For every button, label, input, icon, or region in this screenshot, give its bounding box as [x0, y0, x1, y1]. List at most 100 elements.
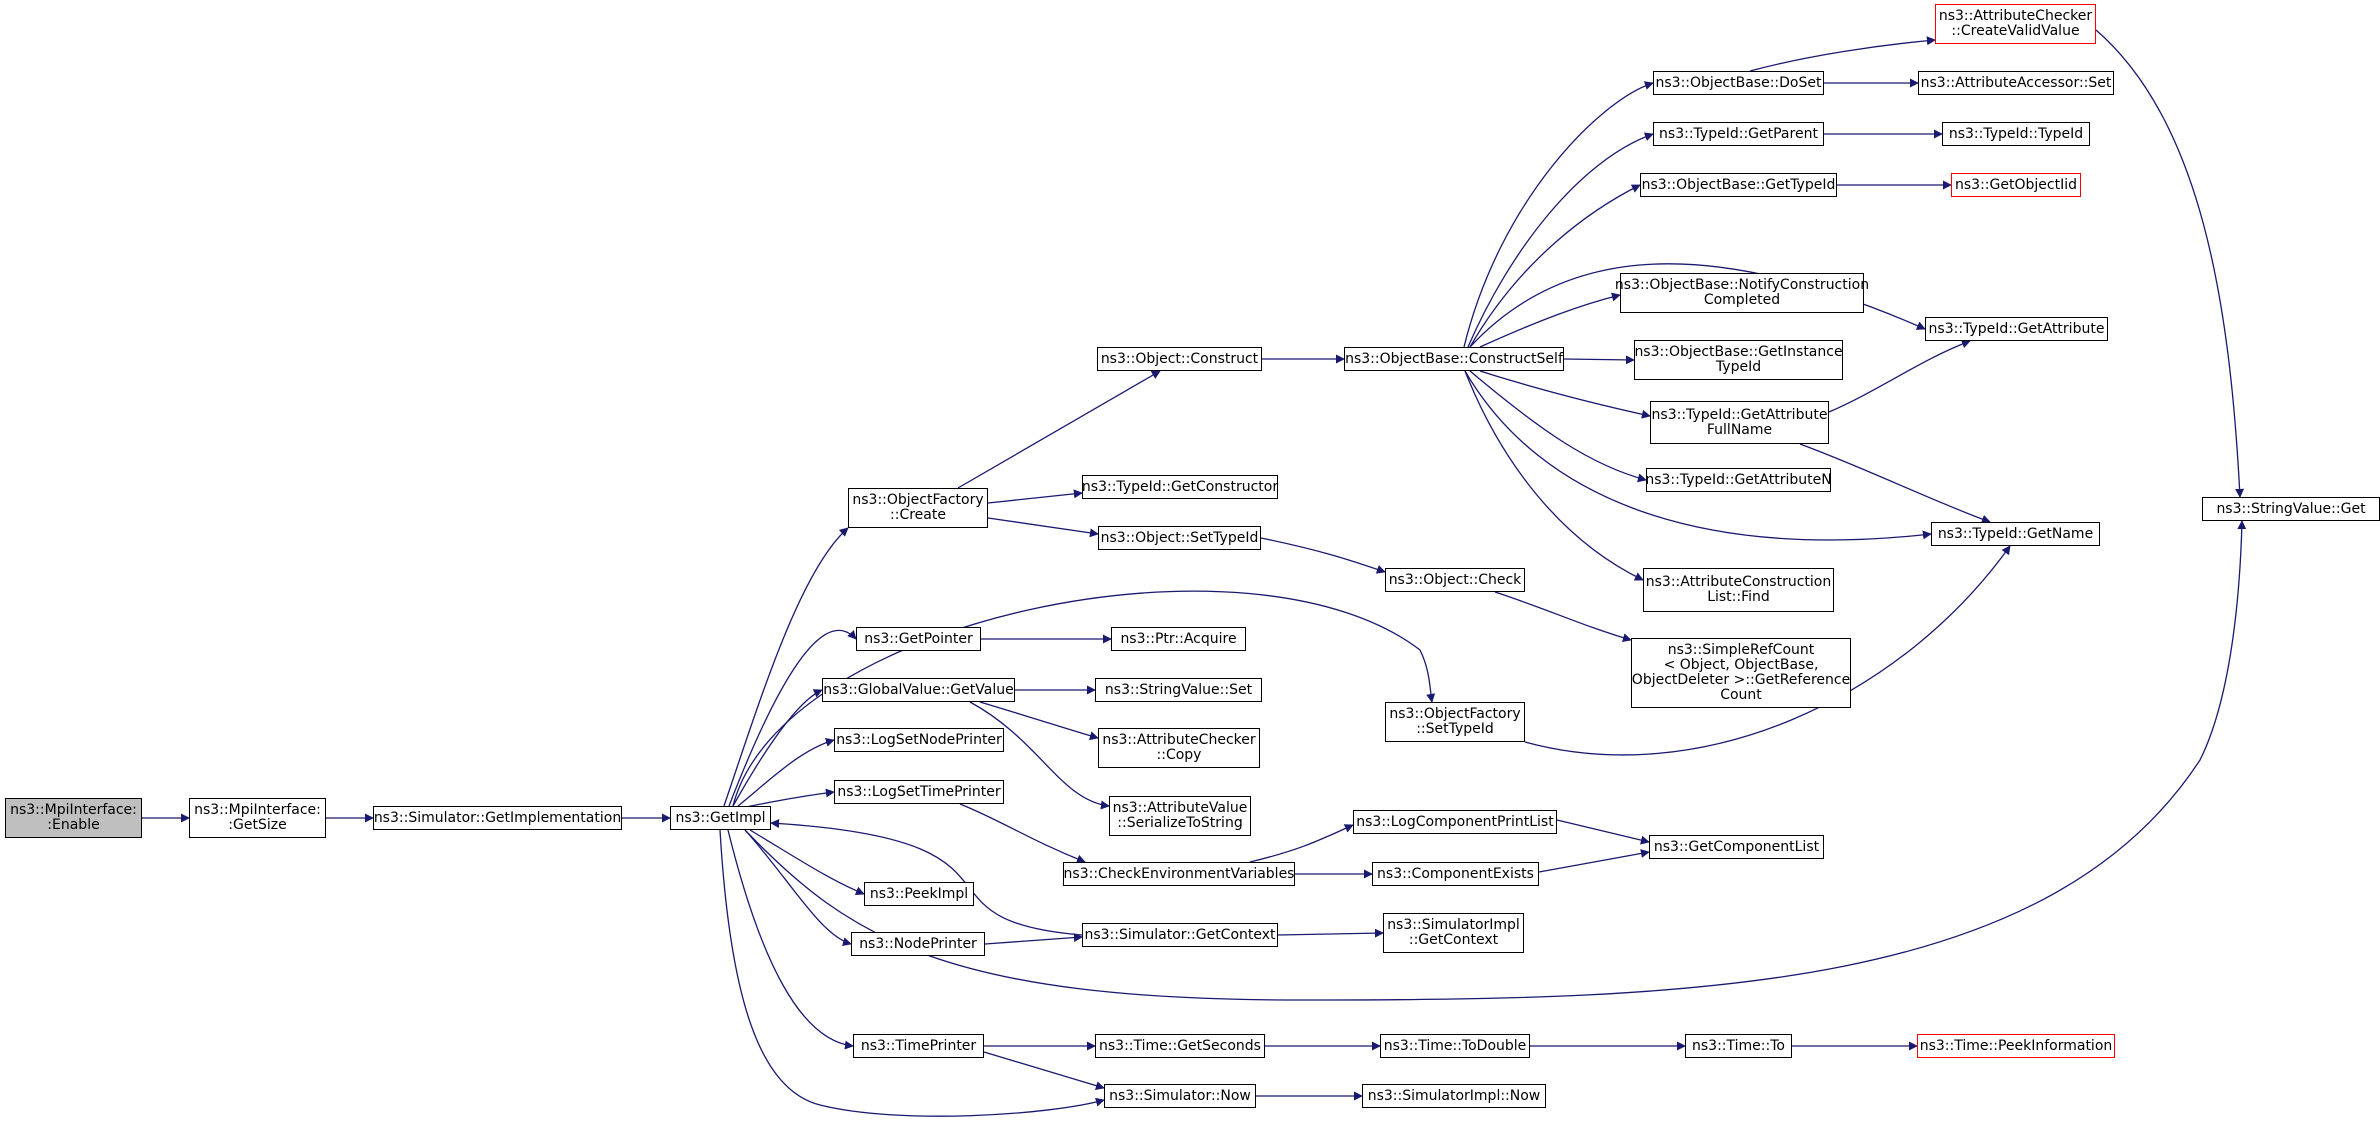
node-attributechecker-copy[interactable]: ns3::AttributeChecker::Copy — [1098, 728, 1260, 768]
node-time-todouble[interactable]: ns3::Time::ToDouble — [1380, 1034, 1530, 1058]
node-label-line: ns3::AttributeConstruction — [1645, 574, 1832, 590]
node-label-line: FullName — [1706, 421, 1773, 438]
node-objectbase-doset[interactable]: ns3::ObjectBase::DoSet — [1653, 71, 1824, 95]
call-edge — [2095, 29, 2245, 498]
node-label-line: ns3::Object::Check — [1388, 571, 1522, 588]
node-label-line: ns3::StringValue::Get — [2216, 500, 2366, 517]
node-mpiinterface-getsize[interactable]: ns3::MpiInterface::GetSize — [189, 798, 326, 838]
node-typeid-getname[interactable]: ns3::TypeId::GetName — [1931, 522, 2100, 546]
node-label-line: ns3::CheckEnvironmentVariables — [1063, 865, 1295, 882]
node-typeid-getattribute[interactable]: ns3::TypeId::GetAttribute — [1925, 317, 2108, 341]
node-label-line: ns3::TypeId::GetParent — [1659, 125, 1818, 142]
node-label-line: ns3::ObjectBase::ConstructSelf — [1345, 350, 1563, 367]
node-typeid-getattributen[interactable]: ns3::TypeId::GetAttributeN — [1645, 468, 1832, 492]
node-label-line: ns3::ObjectBase::GetTypeId — [1641, 176, 1836, 193]
node-logsetnodeprinter[interactable]: ns3::LogSetNodePrinter — [834, 728, 1004, 752]
call-edge — [732, 590, 1436, 807]
node-label-line: ns3::Ptr::Acquire — [1120, 630, 1237, 647]
node-label-line: ns3::Object::SetTypeId — [1100, 529, 1259, 546]
node-attributechecker-createvalidvalue[interactable]: ns3::AttributeChecker::CreateValidValue — [1935, 4, 2096, 44]
call-edge — [1749, 36, 1936, 72]
node-objectfactory-create[interactable]: ns3::ObjectFactory::Create — [848, 488, 988, 528]
node-time-getseconds[interactable]: ns3::Time::GetSeconds — [1095, 1034, 1265, 1058]
node-object-settypeid[interactable]: ns3::Object::SetTypeId — [1098, 526, 1261, 550]
call-edge — [719, 829, 1105, 1117]
node-typeid-getparent[interactable]: ns3::TypeId::GetParent — [1653, 122, 1824, 146]
node-label-line: ::Create — [890, 507, 946, 523]
node-logcomponentprintlist[interactable]: ns3::LogComponentPrintList — [1353, 810, 1557, 834]
call-edge — [1464, 370, 1644, 581]
node-label-line: ns3::SimpleRefCount — [1667, 642, 1815, 658]
node-label-line: ns3::Object::Construct — [1100, 350, 1259, 367]
node-label-line: :Enable — [47, 817, 100, 833]
node-typeid-getconstructor[interactable]: ns3::TypeId::GetConstructor — [1082, 475, 1278, 499]
node-ptr-acquire[interactable]: ns3::Ptr::Acquire — [1111, 627, 1246, 651]
node-nodeprinter[interactable]: ns3::NodePrinter — [851, 932, 985, 956]
node-label-line: ns3::Simulator::GetContext — [1084, 926, 1276, 943]
call-edge — [744, 829, 852, 947]
node-simulator-getcontext[interactable]: ns3::Simulator::GetContext — [1082, 923, 1278, 947]
node-attributevalue-serializetostring[interactable]: ns3::AttributeValue::SerializeToString — [1109, 796, 1251, 836]
node-simulatorimpl-now[interactable]: ns3::SimulatorImpl::Now — [1362, 1084, 1546, 1108]
node-time-peekinformation[interactable]: ns3::Time::PeekInformation — [1917, 1034, 2115, 1058]
node-label-line: ns3::StringValue::Set — [1104, 681, 1253, 698]
call-edge — [1479, 370, 1651, 419]
node-simulatorimpl-getcontext[interactable]: ns3::SimulatorImpl::GetContext — [1383, 913, 1524, 953]
node-checkenvironmentvariables[interactable]: ns3::CheckEnvironmentVariables — [1063, 862, 1295, 886]
call-edge — [1464, 370, 1932, 541]
node-globalvalue-getvalue[interactable]: ns3::GlobalValue::GetValue — [822, 678, 1015, 702]
node-label-line: ::SetTypeId — [1416, 721, 1494, 737]
node-label-line: ns3::Simulator::Now — [1109, 1087, 1251, 1104]
call-edge — [770, 819, 1083, 936]
node-label-line: ns3::TypeId::GetAttribute — [1651, 406, 1828, 423]
node-label-line: ns3::TypeId::GetName — [1937, 525, 2094, 542]
node-peekimpl[interactable]: ns3::PeekImpl — [864, 882, 974, 906]
node-label-line: ns3::MpiInterface: — [194, 802, 321, 818]
node-logsettimeprinter[interactable]: ns3::LogSetTimePrinter — [834, 780, 1004, 804]
call-edge — [1494, 591, 1632, 643]
node-label-line: ns3::SimulatorImpl — [1387, 917, 1520, 933]
node-typeid-typeid[interactable]: ns3::TypeId::TypeId — [1942, 122, 2090, 146]
call-edge — [1524, 545, 2011, 756]
node-objectbase-constructself[interactable]: ns3::ObjectBase::ConstructSelf — [1344, 347, 1564, 371]
node-label-line: ns3::LogSetNodePrinter — [836, 731, 1002, 748]
node-time-to[interactable]: ns3::Time::To — [1685, 1034, 1792, 1058]
node-stringvalue-get[interactable]: ns3::StringValue::Get — [2202, 497, 2380, 521]
node-objectbase-gettypeid[interactable]: ns3::ObjectBase::GetTypeId — [1640, 173, 1837, 197]
node-attributeaccessor-set[interactable]: ns3::AttributeAccessor::Set — [1918, 71, 2114, 95]
call-edge — [1563, 355, 1635, 365]
node-label-line: ns3::TypeId::TypeId — [1948, 125, 2084, 142]
node-mpiinterface-enable[interactable]: ns3::MpiInterface::Enable — [5, 798, 142, 838]
node-label-line: ::SerializeToString — [1117, 815, 1243, 831]
node-label-line: ns3::TypeId::GetConstructor — [1081, 478, 1279, 495]
node-simplerefcount-getreferencecount[interactable]: ns3::SimpleRefCount< Object, ObjectBase,… — [1631, 638, 1851, 708]
call-edge — [737, 737, 835, 807]
node-timeprinter[interactable]: ns3::TimePrinter — [853, 1034, 984, 1058]
call-edge — [983, 1051, 1105, 1090]
call-edge — [959, 803, 1086, 864]
call-edge — [1799, 443, 1991, 524]
node-label-line: ns3::GetPointer — [864, 630, 973, 647]
node-objectfactory-settypeid[interactable]: ns3::ObjectFactory::SetTypeId — [1385, 702, 1525, 742]
call-edge — [723, 527, 849, 807]
node-getcomponentlist[interactable]: ns3::GetComponentList — [1649, 835, 1824, 859]
node-simulator-getimplementation[interactable]: ns3::Simulator::GetImplementation — [373, 806, 622, 830]
node-label-line: ns3::GlobalValue::GetValue — [823, 681, 1014, 698]
node-componentexists[interactable]: ns3::ComponentExists — [1372, 862, 1539, 886]
node-object-check[interactable]: ns3::Object::Check — [1385, 568, 1525, 592]
node-label-line: ns3::ObjectBase::GetInstance — [1634, 344, 1843, 360]
node-simulator-now[interactable]: ns3::Simulator::Now — [1104, 1084, 1256, 1108]
node-label-line: ObjectDeleter >::GetReference — [1631, 672, 1851, 688]
call-edge — [728, 629, 857, 807]
node-object-construct[interactable]: ns3::Object::Construct — [1097, 347, 1262, 371]
node-getimpl[interactable]: ns3::GetImpl — [670, 806, 771, 830]
node-label-line: TypeId — [1715, 359, 1762, 375]
node-getobjectiid[interactable]: ns3::GetObjectIid — [1951, 173, 2081, 197]
node-label-line: List::Find — [1707, 589, 1770, 605]
node-getpointer[interactable]: ns3::GetPointer — [856, 627, 981, 651]
node-stringvalue-set[interactable]: ns3::StringValue::Set — [1095, 678, 1262, 702]
